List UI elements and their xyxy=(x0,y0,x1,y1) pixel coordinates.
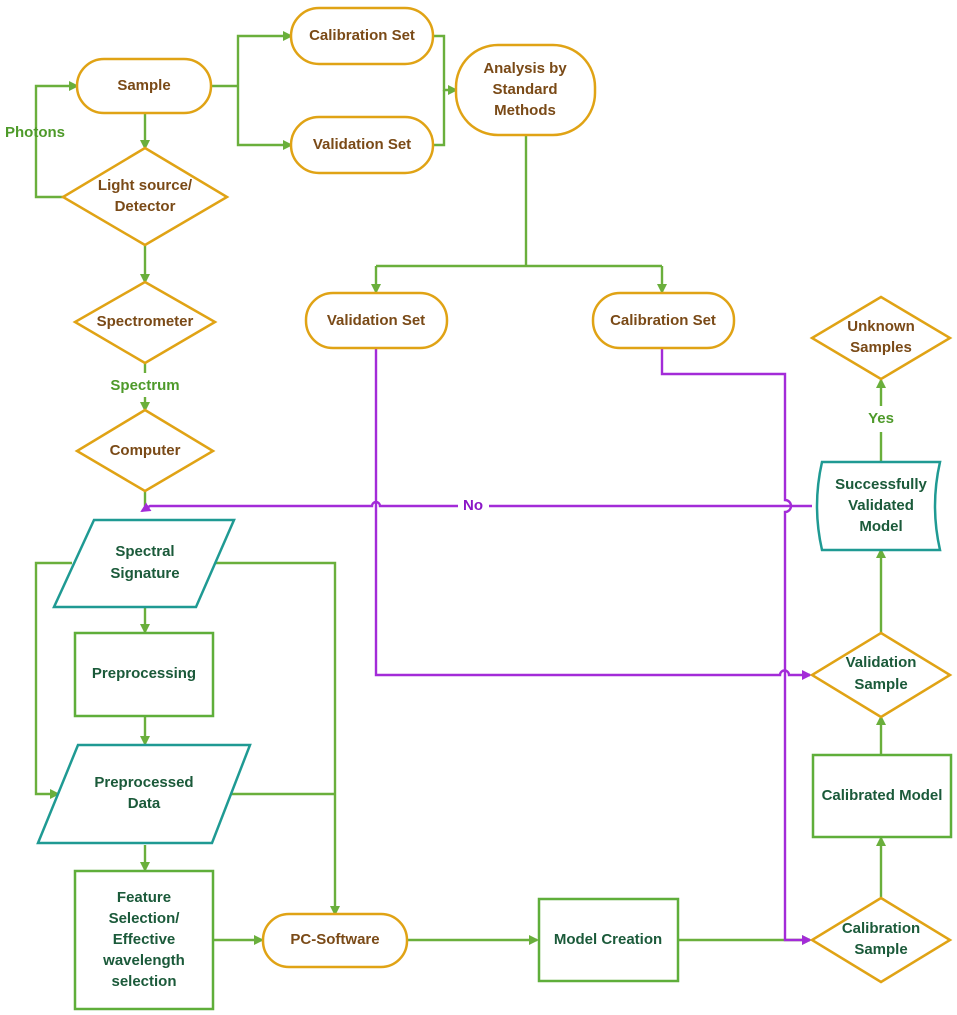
svg-text:Successfully: Successfully xyxy=(835,476,927,493)
svg-text:Spectrometer: Spectrometer xyxy=(97,313,194,330)
svg-text:Standard: Standard xyxy=(492,81,557,98)
svg-text:Spectral: Spectral xyxy=(115,543,174,560)
edge-label-no: No xyxy=(463,497,483,514)
edge-signature-to-software xyxy=(216,561,340,916)
node-successfully-validated-model: Successfully Validated Model xyxy=(815,460,942,552)
node-calibrated-model: Calibrated Model xyxy=(811,753,953,839)
node-feature-selection: Feature Selection/ Effective wavelength … xyxy=(73,869,215,1011)
node-preprocessing: Preprocessing xyxy=(73,631,215,718)
node-unknown-samples: Unknown Samples xyxy=(809,295,953,381)
svg-text:Feature: Feature xyxy=(117,889,171,906)
svg-text:Selection/: Selection/ xyxy=(109,910,181,927)
svg-text:Sample: Sample xyxy=(117,77,170,94)
node-calibration-set-mid: Calibration Set xyxy=(591,291,736,350)
svg-text:Analysis by: Analysis by xyxy=(483,60,567,77)
svg-text:Methods: Methods xyxy=(494,102,556,119)
svg-text:Model: Model xyxy=(859,518,902,535)
node-calibration-set-top: Calibration Set xyxy=(289,6,435,66)
svg-text:Sample: Sample xyxy=(854,941,907,958)
edge-validation-mid-to-valsample xyxy=(374,348,812,680)
edge-signature-left-loop xyxy=(34,561,72,799)
svg-text:Model Creation: Model Creation xyxy=(554,931,662,948)
node-spectrometer: Spectrometer xyxy=(72,280,218,365)
node-light-source-detector: Light source/ Detector xyxy=(60,146,230,247)
node-analysis-standard-methods: Analysis by Standard Methods xyxy=(454,43,597,137)
svg-text:Signature: Signature xyxy=(110,565,179,582)
svg-text:Computer: Computer xyxy=(110,442,181,459)
svg-text:Light source/: Light source/ xyxy=(98,177,193,194)
edge-to-validation-set xyxy=(236,86,293,150)
edge-label-photons: Photons xyxy=(5,124,65,141)
edge-calibration-mid-to-calsample xyxy=(660,348,812,945)
svg-text:Calibration Set: Calibration Set xyxy=(309,27,415,44)
svg-text:Data: Data xyxy=(128,795,161,812)
edge-valset-to-analysis xyxy=(433,90,446,147)
node-sample: Sample xyxy=(75,57,213,115)
svg-text:Unknown: Unknown xyxy=(847,318,915,335)
green-connectors xyxy=(34,31,886,945)
node-model-creation: Model Creation xyxy=(537,897,680,983)
node-spectral-signature: Spectral Signature xyxy=(52,518,236,609)
node-preprocessed-data: Preprocessed Data xyxy=(36,743,252,845)
svg-text:Calibration Set: Calibration Set xyxy=(610,312,716,329)
edge-photons-loop xyxy=(34,81,79,199)
node-computer: Computer xyxy=(74,408,216,493)
node-calibration-sample: Calibration Sample xyxy=(809,896,953,984)
node-validation-sample: Validation Sample xyxy=(809,631,953,719)
svg-text:Sample: Sample xyxy=(854,676,907,693)
svg-text:Preprocessed: Preprocessed xyxy=(94,774,193,791)
edge-calset-to-analysis xyxy=(433,34,458,95)
purple-connectors xyxy=(142,348,812,945)
edge-to-calibration-set xyxy=(236,31,293,86)
edge-label-spectrum: Spectrum xyxy=(110,377,179,394)
svg-text:Validation Set: Validation Set xyxy=(327,312,425,329)
svg-text:Validation Set: Validation Set xyxy=(313,136,411,153)
svg-text:Validation: Validation xyxy=(846,654,917,671)
node-pc-software: PC-Software xyxy=(261,912,409,969)
svg-text:selection: selection xyxy=(111,973,176,990)
node-validation-set-top: Validation Set xyxy=(289,115,435,175)
node-validation-set-mid: Validation Set xyxy=(304,291,449,350)
svg-text:Calibration: Calibration xyxy=(842,920,920,937)
svg-text:Detector: Detector xyxy=(115,198,176,215)
svg-text:Effective: Effective xyxy=(113,931,176,948)
svg-text:Samples: Samples xyxy=(850,339,912,356)
edge-label-yes: Yes xyxy=(868,410,894,427)
svg-text:PC-Software: PC-Software xyxy=(290,931,379,948)
svg-text:Calibrated Model: Calibrated Model xyxy=(822,787,943,804)
svg-text:Validated: Validated xyxy=(848,497,914,514)
svg-text:Preprocessing: Preprocessing xyxy=(92,665,196,682)
svg-text:wavelength: wavelength xyxy=(102,952,185,969)
